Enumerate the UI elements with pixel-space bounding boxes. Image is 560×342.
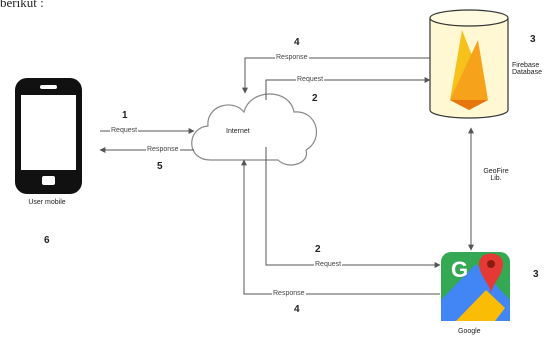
phone-icon xyxy=(15,78,82,194)
svg-text:G: G xyxy=(451,257,468,282)
edge-step-internet-to-google: 2 xyxy=(315,244,321,255)
internet-label: Internet xyxy=(226,128,250,135)
user-mobile-label: User mobile xyxy=(28,199,66,206)
user-mobile-step: 6 xyxy=(44,235,50,246)
edge-step-google-to-internet: 4 xyxy=(294,304,300,315)
edge-step-internet-to-firebase: 2 xyxy=(312,93,318,104)
firebase-flame-icon xyxy=(450,30,488,110)
firebase-step: 3 xyxy=(530,34,536,45)
edge-firebase-to-internet xyxy=(242,57,430,94)
edge-label-internet-to-google: Request xyxy=(314,261,343,268)
internet-cloud-shape xyxy=(191,93,317,166)
edge-internet-to-firebase xyxy=(265,77,431,100)
edge-label-firebase-google: GeoFire Lib. xyxy=(483,168,509,182)
edge-step-phone-to-internet: 1 xyxy=(122,110,128,121)
edge-internet-to-google xyxy=(265,147,441,268)
edge-label-firebase-to-internet: Response xyxy=(275,54,309,61)
edge-google-to-internet xyxy=(241,159,440,295)
edge-label-google-to-internet: Response xyxy=(272,290,306,297)
edge-step-firebase-to-internet: 4 xyxy=(294,37,300,48)
firebase-label: Firebase Database xyxy=(512,62,542,76)
edge-label-phone-to-internet: Request xyxy=(110,127,139,134)
edge-label-internet-to-phone: Response xyxy=(146,146,180,153)
google-label: Google xyxy=(458,328,481,335)
edge-label-internet-to-firebase: Request xyxy=(296,76,325,83)
header-text: berikut : xyxy=(0,0,44,10)
google-maps-icon: G xyxy=(441,252,510,321)
edge-step-internet-to-phone: 5 xyxy=(157,161,163,172)
google-step: 3 xyxy=(533,269,539,280)
